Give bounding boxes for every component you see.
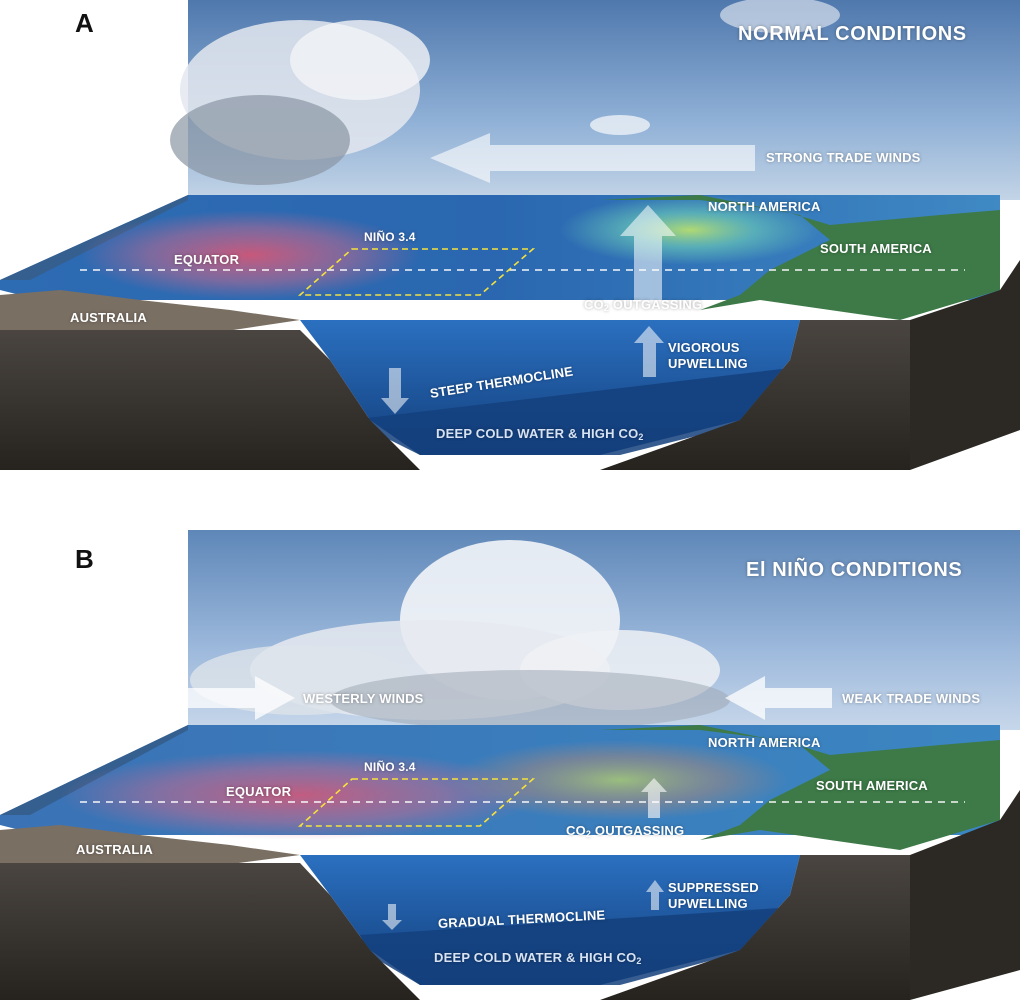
deep-cold-water-label-b: DEEP COLD WATER & HIGH CO2: [434, 950, 642, 966]
north-america-label-b: NORTH AMERICA: [708, 735, 821, 750]
co2-outgassing-label: CO2 OUTGASSING: [584, 297, 703, 313]
nino-3-4-label-b: NIÑO 3.4: [364, 760, 416, 774]
panel-normal-conditions: A NORMAL CONDITIONS STRONG TRADE WINDS N…: [0, 0, 1020, 470]
normal-scene-illustration: [0, 0, 1020, 470]
equator-label: EQUATOR: [174, 252, 240, 267]
south-america-label-b: SOUTH AMERICA: [816, 778, 928, 793]
north-america-label: NORTH AMERICA: [708, 199, 821, 214]
nino-3-4-label: NIÑO 3.4: [364, 230, 416, 244]
weak-trade-winds-label: WEAK TRADE WINDS: [842, 691, 981, 706]
panel-letter-b: B: [75, 544, 94, 574]
australia-label-b: AUSTRALIA: [76, 842, 153, 857]
deep-cold-water-label: DEEP COLD WATER & HIGH CO2: [436, 426, 644, 442]
el-nino-scene-illustration: [0, 530, 1020, 1000]
co2-outgassing-label-b: CO2 OUTGASSING: [566, 823, 685, 839]
panel-letter-a: A: [75, 8, 94, 38]
westerly-winds-label: WESTERLY WINDS: [303, 691, 424, 706]
panel-el-nino-conditions: B El NIÑO CONDITIONS WESTERLY WINDS WEAK…: [0, 530, 1020, 1000]
panel-title-normal: NORMAL CONDITIONS: [738, 23, 967, 45]
panel-title-el-nino: El NIÑO CONDITIONS: [746, 559, 963, 581]
strong-trade-winds-label: STRONG TRADE WINDS: [766, 150, 921, 165]
equator-label-b: EQUATOR: [226, 784, 292, 799]
south-america-label: SOUTH AMERICA: [820, 241, 932, 256]
australia-label: AUSTRALIA: [70, 310, 147, 325]
